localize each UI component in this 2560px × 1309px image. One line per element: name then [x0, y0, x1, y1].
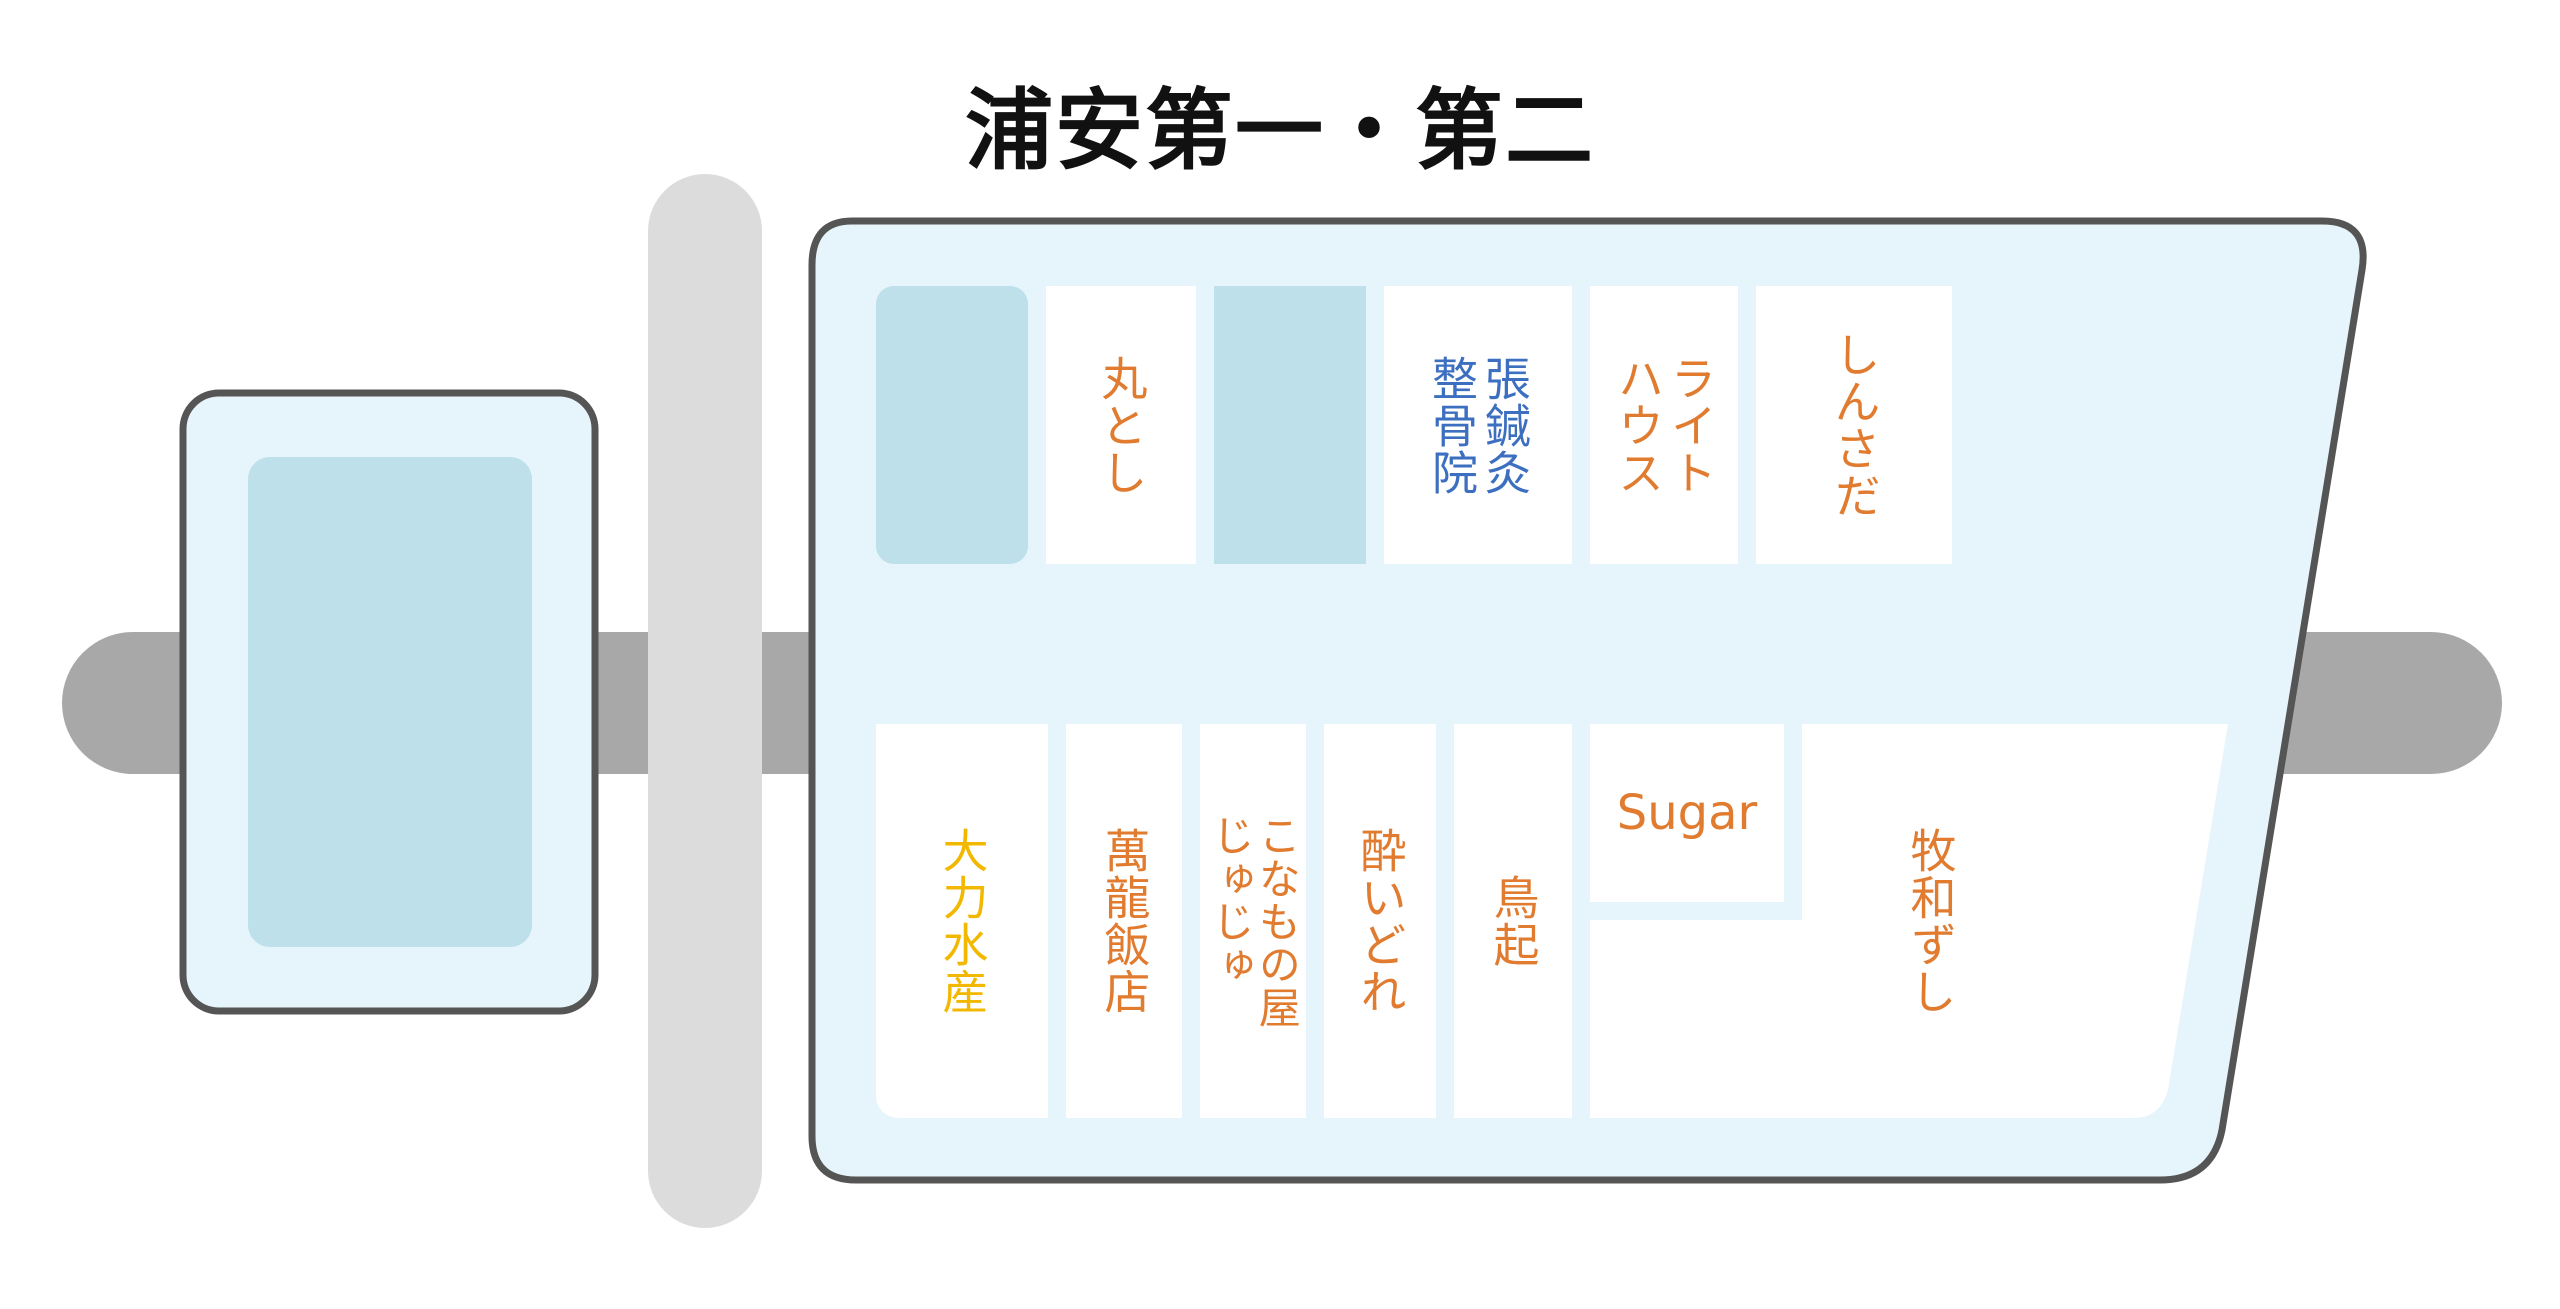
shop-light-house[interactable]: ライトハウス	[1590, 286, 1738, 564]
shop-label: 張鍼灸整骨院	[1425, 354, 1532, 496]
shop-marutoshi[interactable]: 丸とし	[1046, 286, 1196, 564]
shop-label: 牧和ずし	[1903, 827, 1958, 1015]
page-title: 浦安第一・第二	[964, 79, 1595, 182]
cross-road	[648, 174, 762, 1228]
shop-yoidore[interactable]: 酔いどれ	[1324, 724, 1436, 1118]
shop-shinsada[interactable]: しんさだ	[1756, 286, 1952, 564]
shop-label: 酔いどれ	[1353, 827, 1408, 1015]
shop-label: Sugar	[1616, 785, 1758, 841]
shop-dairiki[interactable]: 大力水産	[876, 724, 1048, 1118]
shop-label: 鳥起	[1486, 874, 1541, 968]
shop-makiwazushi[interactable]: 牧和ずし	[1860, 724, 2000, 1118]
shop-label: ライトハウス	[1611, 354, 1718, 496]
left-block-inner	[248, 457, 532, 947]
shop-manryu[interactable]: 萬龍飯店	[1066, 724, 1182, 1118]
shop-torioki[interactable]: 鳥起	[1454, 724, 1572, 1118]
vacant-unit-2	[1214, 286, 1366, 564]
shop-label: 萬龍飯店	[1097, 827, 1152, 1015]
shop-label: しんさだ	[1827, 331, 1882, 519]
shop-sugar[interactable]: Sugar	[1590, 724, 1784, 902]
shop-label: こなもの屋じゅじゅ	[1206, 813, 1302, 1029]
shop-label: 丸とし	[1094, 354, 1149, 496]
shop-label: 大力水産	[935, 827, 990, 1015]
shop-chou-shinkyu[interactable]: 張鍼灸整骨院	[1384, 286, 1572, 564]
vacant-unit-1	[876, 286, 1028, 564]
shop-konamonoya[interactable]: こなもの屋じゅじゅ	[1200, 724, 1306, 1118]
